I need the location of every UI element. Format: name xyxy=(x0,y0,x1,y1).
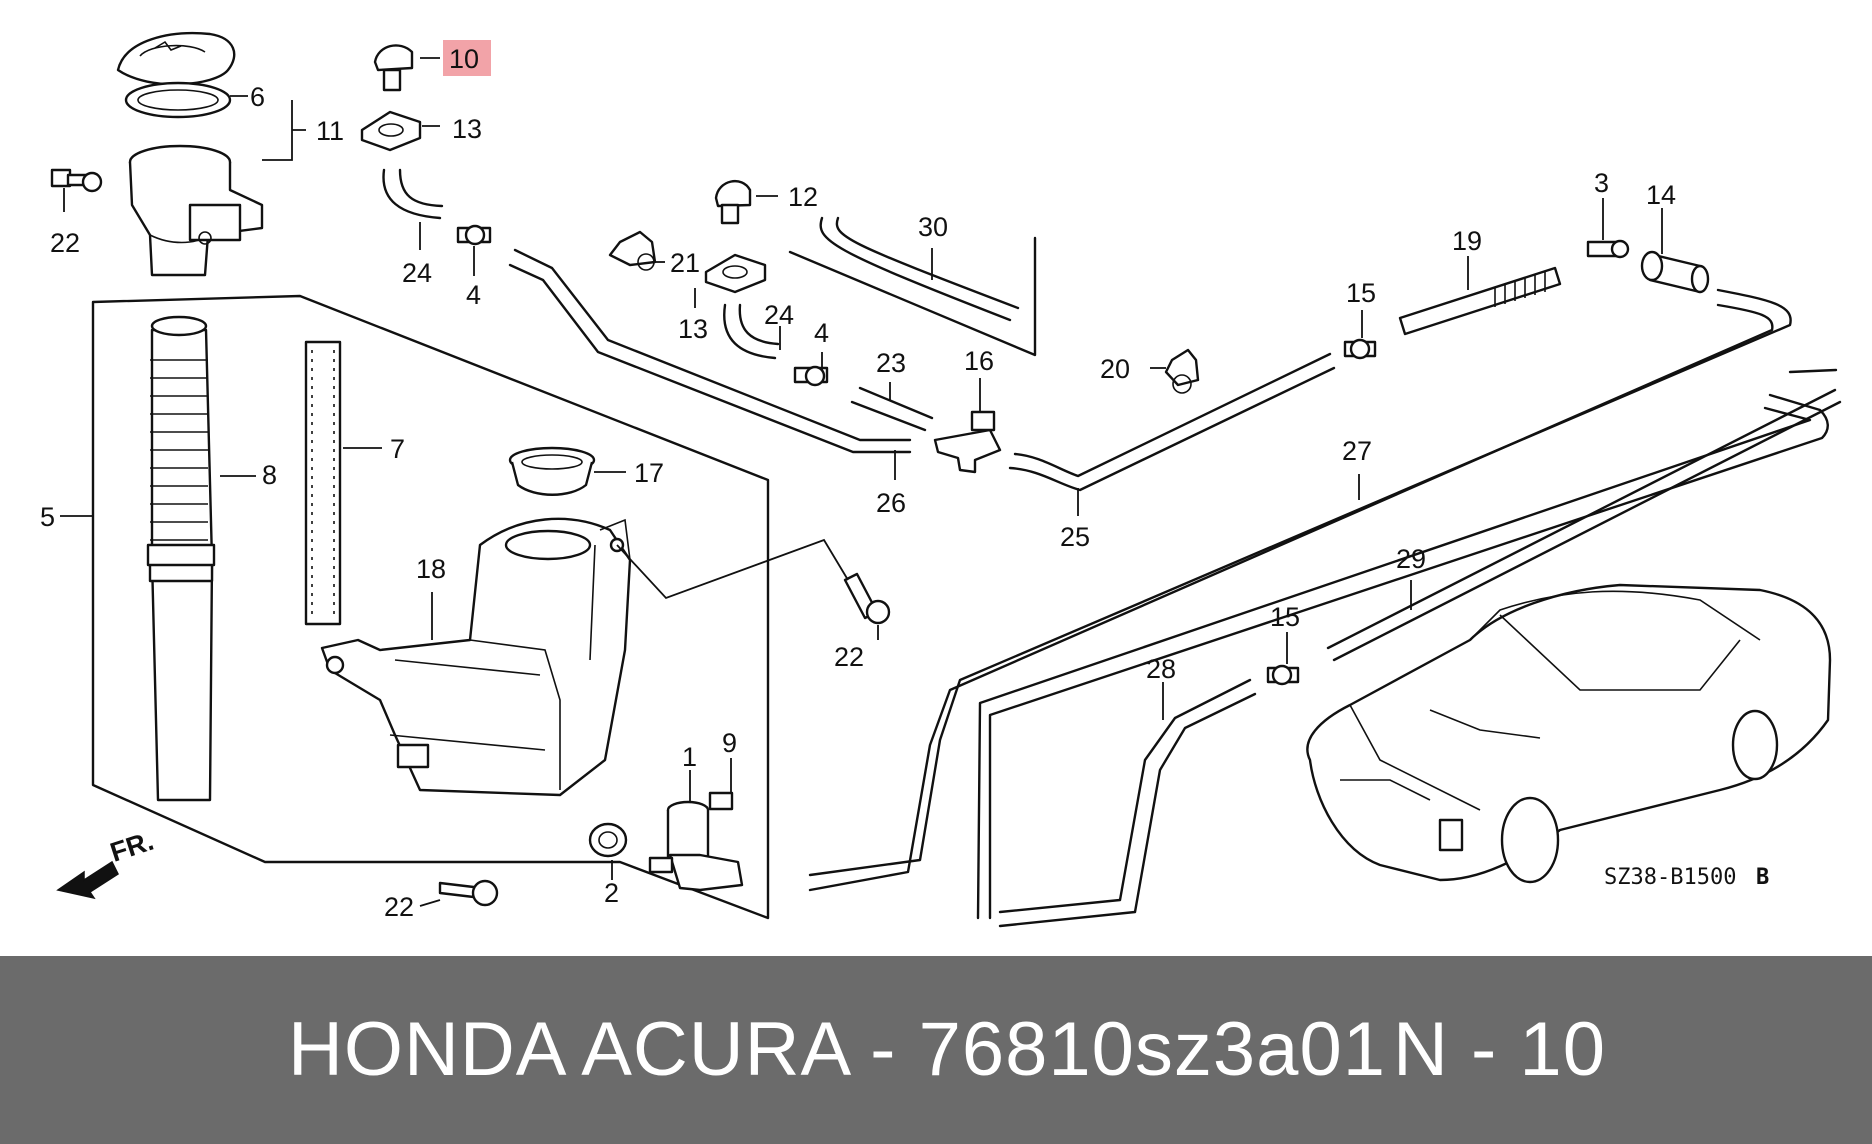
leader-lines xyxy=(60,57,1663,907)
hose-27-lower xyxy=(976,393,1829,920)
hose-26 xyxy=(508,248,912,454)
three-way-joint xyxy=(933,410,1002,474)
callout-22-upper: 22 xyxy=(50,228,80,258)
reservoir-cap xyxy=(116,32,236,119)
pump-grommet xyxy=(508,446,596,496)
parts-diagram: 10 6 11 13 22 24 4 12 30 21 13 24 4 23 1… xyxy=(40,32,1842,928)
reservoir-tank xyxy=(320,517,632,797)
callout-7: 7 xyxy=(390,434,405,464)
seal-strip xyxy=(304,340,342,626)
callout-22-mid: 22 xyxy=(834,642,864,672)
drawing-revision: B xyxy=(1756,865,1769,890)
callout-21: 21 xyxy=(670,248,700,278)
callout-4-upper: 4 xyxy=(466,280,481,310)
callout-25: 25 xyxy=(1060,522,1090,552)
clip-21 xyxy=(608,230,657,271)
part-number-banner: HONDA ACURA - 76810sz3a01 N - 10 xyxy=(0,956,1872,1144)
filler-tube xyxy=(146,315,216,802)
hose-30-bracket xyxy=(788,236,1037,357)
callout-29: 29 xyxy=(1396,544,1426,574)
callout-14: 14 xyxy=(1646,180,1676,210)
callout-13-mid: 13 xyxy=(678,314,708,344)
flange-nut xyxy=(588,822,628,858)
filler-neck xyxy=(128,144,264,277)
callout-6: 6 xyxy=(250,82,265,112)
hose-25 xyxy=(1008,352,1336,492)
joint-15-lower xyxy=(1266,664,1300,686)
callout-15-upper: 15 xyxy=(1346,278,1376,308)
hose-27 xyxy=(808,288,1792,892)
clip-20 xyxy=(1164,348,1200,394)
hose-27-bracket xyxy=(1788,368,1838,374)
front-arrow-icon: FR. xyxy=(56,826,158,900)
callout-20: 20 xyxy=(1100,354,1130,384)
drawing-code: SZ38-B1500 xyxy=(1604,865,1736,890)
callout-2: 2 xyxy=(604,878,619,908)
callout-24-upper: 24 xyxy=(402,258,432,288)
callout-28: 28 xyxy=(1146,654,1176,684)
washer-system-drawing: 10 6 11 13 22 24 4 12 30 21 13 24 4 23 1… xyxy=(40,32,1842,928)
callout-17: 17 xyxy=(634,458,664,488)
callout-24-mid: 24 xyxy=(764,300,794,330)
callout-30: 30 xyxy=(918,212,948,242)
callout-13-upper: 13 xyxy=(452,114,482,144)
callout-15-lower: 15 xyxy=(1270,602,1300,632)
callout-11: 11 xyxy=(316,116,344,146)
callout-19: 19 xyxy=(1452,226,1482,256)
callout-9: 9 xyxy=(722,728,737,758)
callout-16: 16 xyxy=(964,346,994,376)
joint-15-upper xyxy=(1343,338,1377,360)
diagram-reference: N - 10 xyxy=(1393,1007,1606,1092)
callout-3: 3 xyxy=(1594,168,1609,198)
nozzle-base-mid xyxy=(704,253,767,294)
hose-23 xyxy=(850,386,934,432)
hose-30 xyxy=(819,216,1020,322)
callout-27: 27 xyxy=(1342,436,1372,466)
callout-1: 1 xyxy=(682,742,697,772)
callout-5: 5 xyxy=(40,502,55,532)
callout-23: 23 xyxy=(876,348,906,378)
washer-nozzle-mid xyxy=(714,179,752,225)
pump-seal xyxy=(708,791,734,811)
bolt-lower xyxy=(438,879,499,907)
washer-nozzle-top xyxy=(373,44,414,92)
nozzle-base-top xyxy=(360,110,422,152)
callout-18: 18 xyxy=(416,554,446,584)
washer-pump xyxy=(648,800,744,892)
hose-28 xyxy=(998,678,1257,928)
part-number-title: HONDA ACURA - 76810sz3a01 xyxy=(288,1007,1386,1092)
car-outline xyxy=(1306,583,1832,884)
hose-24-mid xyxy=(723,303,780,360)
hose-24-upper xyxy=(382,168,444,220)
check-valve xyxy=(1640,250,1710,294)
highlight-box xyxy=(443,40,491,76)
bolt-upper-left xyxy=(50,168,103,193)
joint-4-mid xyxy=(793,365,829,387)
hose-19 xyxy=(1398,266,1562,336)
bolt-tank xyxy=(843,572,891,625)
joint-4-upper xyxy=(456,224,492,246)
joint-3 xyxy=(1586,239,1630,259)
callout-22-lower: 22 xyxy=(384,892,414,922)
callout-12: 12 xyxy=(788,182,818,212)
callout-26: 26 xyxy=(876,488,906,518)
callout-4-mid: 4 xyxy=(814,318,829,348)
callout-8: 8 xyxy=(262,460,277,490)
callout-10: 10 xyxy=(449,44,479,74)
front-marker-label: FR. xyxy=(107,826,158,868)
